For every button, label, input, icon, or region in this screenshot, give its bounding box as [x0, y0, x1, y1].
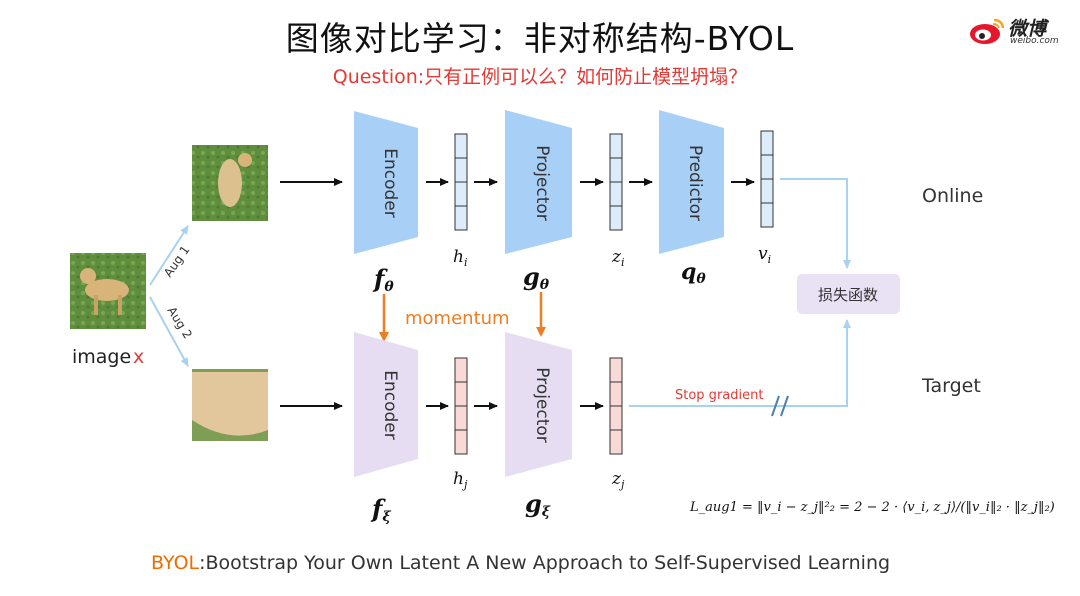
aug1-arrow	[149, 225, 189, 286]
bottom-caption-text: :Bootstrap Your Own Latent A New Approac…	[199, 552, 891, 574]
online-predictor	[659, 110, 724, 254]
h-i-label: hi	[453, 247, 467, 269]
arrow-z-to-loss	[629, 319, 851, 407]
v-i-label: vi	[758, 244, 771, 266]
momentum-label: momentum	[405, 308, 510, 329]
arrow-v-to-loss	[780, 178, 851, 269]
question-text: Question:只有正例可以么？如何防止模型坍塌？	[332, 66, 748, 88]
target-row-label: Target	[921, 375, 981, 397]
h-j-label: hj	[453, 469, 468, 491]
target-projector	[505, 332, 572, 477]
online-encoder-label: Encoder	[380, 148, 400, 218]
q-theta-label: qθ	[681, 259, 706, 287]
online-row-label: Online	[922, 185, 983, 207]
aug2-label: Aug 2	[164, 304, 194, 341]
target-z-vector	[609, 357, 623, 455]
online-projector	[505, 110, 572, 254]
loss-box	[797, 274, 900, 314]
input-label: image	[72, 346, 131, 368]
target-encoder	[354, 332, 418, 477]
stop-gradient-label: Stop gradient	[675, 388, 763, 403]
bottom-caption: BYOL:Bootstrap Your Own Latent A New App…	[151, 552, 890, 574]
logo-subtext: weibo.com	[1010, 36, 1059, 46]
g-xi-label: gξ	[525, 489, 551, 520]
target-h-vector	[454, 357, 468, 455]
bottom-caption-highlight: BYOL	[151, 552, 200, 574]
aug1-image	[192, 145, 268, 221]
weibo-logo: 微博 weibo.com	[968, 14, 1068, 50]
f-theta-label: fθ	[372, 264, 394, 295]
stop-gradient-mark-1	[771, 395, 780, 417]
aug2-image	[192, 369, 268, 441]
online-projector-label: Projector	[532, 145, 552, 221]
z-i-label: zi	[611, 247, 625, 269]
online-h-vector	[454, 133, 468, 231]
online-predictor-label: Predictor	[685, 145, 705, 221]
input-var: x	[133, 346, 144, 368]
f-xi-label: fξ	[370, 494, 391, 525]
online-z-vector	[609, 133, 623, 231]
target-encoder-label: Encoder	[380, 370, 400, 440]
loss-box-label: 损失函数	[818, 286, 878, 304]
weibo-eye-icon	[970, 18, 1005, 44]
g-theta-label: gθ	[523, 262, 550, 293]
z-j-label: zj	[611, 469, 625, 491]
loss-formula: L_aug1 = ‖v_i − z_j‖²₂ = 2 − 2 · ⟨v_i, z…	[690, 500, 1055, 515]
target-projector-label: Projector	[532, 367, 552, 443]
online-encoder	[354, 111, 418, 254]
input-image	[70, 253, 146, 329]
stop-gradient-mark-2	[780, 395, 789, 417]
logo-text: 微博	[1008, 18, 1047, 40]
aug2-arrow	[149, 296, 189, 367]
page-title: 图像对比学习：非对称结构-BYOL	[285, 19, 795, 58]
online-v-vector	[760, 130, 774, 228]
